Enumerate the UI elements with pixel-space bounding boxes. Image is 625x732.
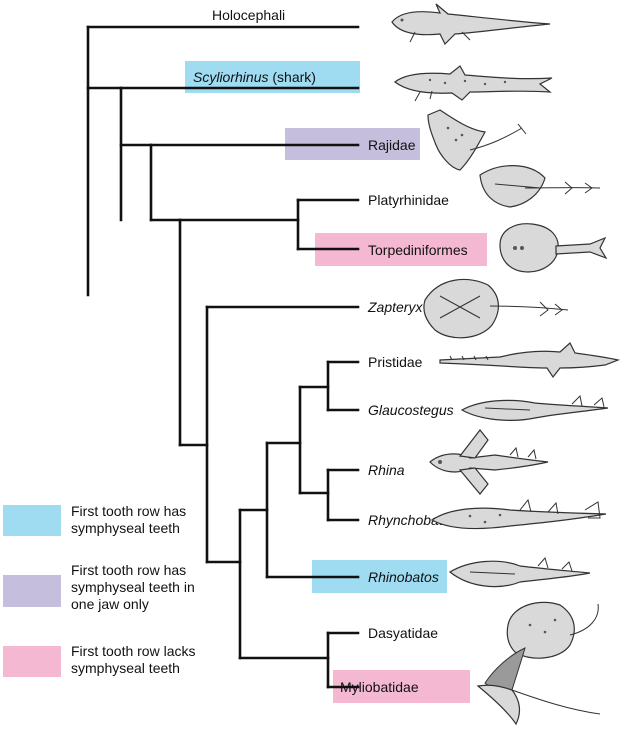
fish-illustrations	[391, 3, 621, 726]
label-pristidae: Pristidae	[368, 354, 423, 370]
legend-label-one-jaw-line-3: one jaw only	[71, 596, 149, 612]
legend-label-lacks-line-2: symphyseal teeth	[71, 660, 180, 676]
legend-label-lacks-line-1: First tooth row lacks	[71, 643, 195, 659]
label-zapteryx: Zapteryx	[367, 299, 423, 315]
catshark-icon	[394, 65, 553, 102]
banjo-ray-icon	[423, 278, 569, 339]
skate-icon	[427, 109, 527, 171]
label-rhinobatos: Rhinobatos	[368, 569, 439, 585]
legend-swatch-lacks-symphyseal	[3, 646, 61, 677]
wedgefish-icon	[430, 498, 607, 530]
giant-guitarfish-icon	[460, 394, 609, 421]
thornback-ray-icon	[479, 165, 601, 208]
taxon-labels: Holocephali Scyliorhinus (shark) Rajidae…	[193, 7, 468, 695]
sawfish-icon	[439, 342, 621, 379]
label-holocephali: Holocephali	[212, 7, 285, 23]
legend-label-symphyseal-both-line-2: symphyseal teeth	[71, 520, 180, 536]
label-glaucostegus: Glaucostegus	[368, 402, 454, 418]
legend: First tooth row has symphyseal teeth Fir…	[3, 503, 195, 677]
eagle-ray-icon	[476, 647, 601, 726]
label-dasyatidae: Dasyatidae	[368, 625, 438, 641]
stingray-icon	[506, 601, 599, 659]
label-platyrhinidae: Platyrhinidae	[368, 192, 449, 208]
legend-label-symphyseal-both-line-1: First tooth row has	[71, 503, 186, 519]
bowmouth-guitarfish-icon	[429, 429, 549, 495]
label-rajidae: Rajidae	[368, 137, 416, 153]
legend-label-one-jaw-line-2: symphyseal teeth in	[71, 579, 195, 595]
electric-ray-icon	[499, 223, 608, 273]
guitarfish-icon	[448, 556, 591, 588]
legend-swatch-symphyseal-both	[3, 505, 61, 536]
label-rhina: Rhina	[368, 462, 405, 478]
chimaera-icon	[391, 3, 551, 46]
label-myliobatidae: Myliobatidae	[340, 679, 419, 695]
legend-label-one-jaw-line-1: First tooth row has	[71, 562, 186, 578]
label-scyliorhinus: Scyliorhinus (shark)	[193, 69, 316, 85]
tree-branches	[86, 25, 360, 689]
legend-swatch-symphyseal-one-jaw	[3, 575, 61, 607]
label-torpediniformes: Torpediniformes	[368, 242, 468, 258]
label-rhynchobatus: Rhynchobatus	[368, 512, 458, 528]
